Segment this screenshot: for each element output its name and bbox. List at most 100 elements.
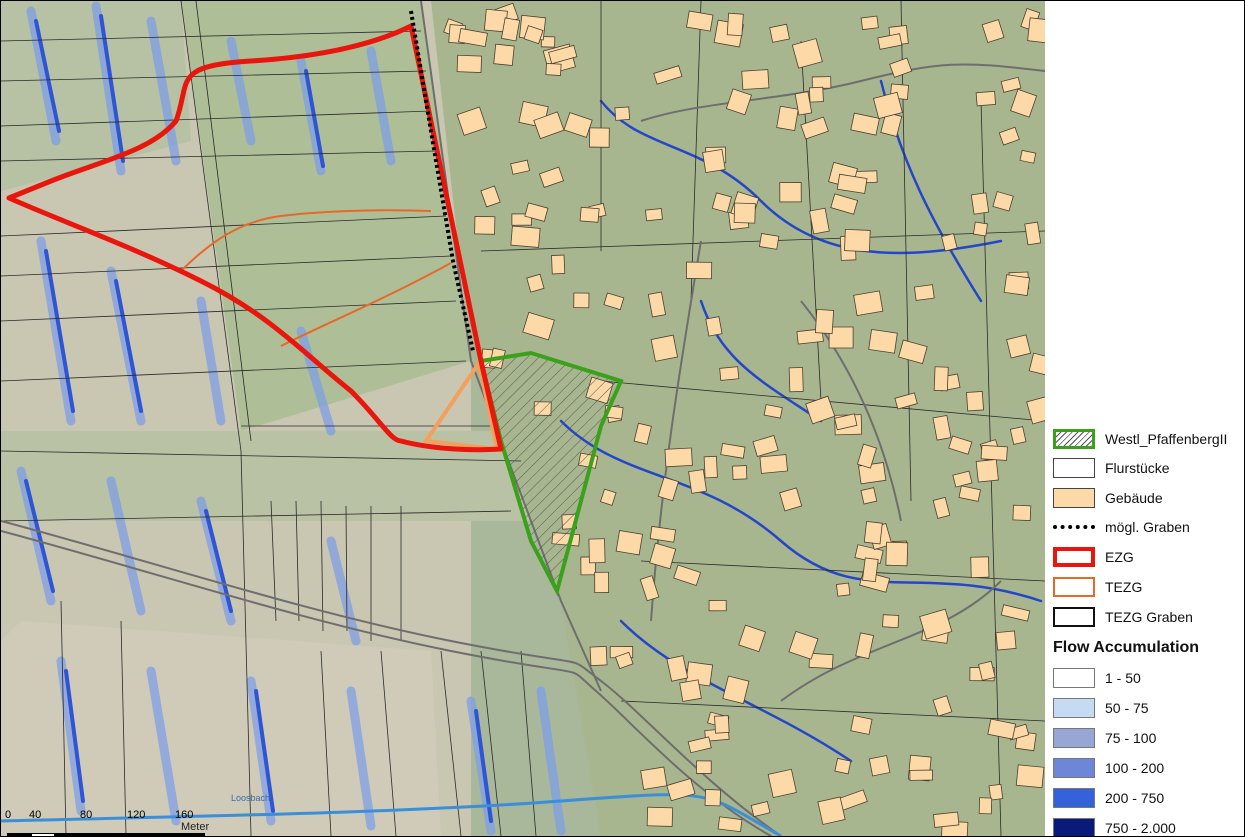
building xyxy=(725,88,753,116)
roads xyxy=(1,1,1045,836)
scale-segment xyxy=(7,833,31,836)
building xyxy=(588,538,606,564)
building xyxy=(696,760,712,774)
building xyxy=(769,23,790,43)
building xyxy=(805,395,836,425)
building xyxy=(759,454,788,474)
building xyxy=(717,816,743,833)
building xyxy=(645,208,663,222)
building xyxy=(970,192,990,215)
tezg-lines xyxy=(180,209,452,347)
building xyxy=(741,69,770,90)
building xyxy=(649,525,677,543)
building xyxy=(788,367,804,393)
building xyxy=(978,660,996,681)
legend-label: Gebäude xyxy=(1105,490,1163,506)
building xyxy=(763,404,783,419)
building xyxy=(1000,604,1031,622)
building xyxy=(653,65,683,85)
legend-item-ezg: EZG xyxy=(1053,546,1134,568)
building xyxy=(973,221,988,237)
building xyxy=(640,766,668,790)
building xyxy=(975,90,997,107)
building xyxy=(975,458,999,483)
building xyxy=(981,19,1005,44)
building xyxy=(995,630,1017,651)
river-label: Loosbach xyxy=(231,793,270,803)
building xyxy=(703,455,718,479)
area-westl-pfaffenberg[interactable] xyxy=(478,350,624,597)
building xyxy=(685,261,713,280)
building xyxy=(817,796,846,825)
building xyxy=(510,159,531,175)
building xyxy=(732,465,748,480)
building xyxy=(579,206,600,223)
building xyxy=(545,62,562,76)
building xyxy=(480,185,501,208)
flow-class-label: 1 - 50 xyxy=(1105,670,1141,686)
legend-label: Flurstücke xyxy=(1105,460,1170,476)
building xyxy=(850,112,880,136)
ezg-catchment[interactable] xyxy=(6,23,504,453)
flow-swatch-icon xyxy=(1053,818,1095,836)
map-canvas[interactable]: Loosbach xyxy=(1,1,1045,836)
building xyxy=(603,292,625,311)
building xyxy=(649,542,677,570)
building xyxy=(750,801,771,818)
building xyxy=(894,392,918,410)
legend-label: Westl_PfaffenbergII xyxy=(1105,431,1228,447)
building xyxy=(679,679,702,702)
building xyxy=(828,326,854,349)
building xyxy=(877,33,903,50)
tezg-triangle[interactable] xyxy=(422,357,500,452)
building xyxy=(853,290,884,316)
building xyxy=(836,173,868,194)
building xyxy=(868,755,891,777)
building xyxy=(686,10,714,32)
building xyxy=(599,488,617,506)
building xyxy=(779,182,802,203)
building xyxy=(808,652,834,669)
building xyxy=(788,630,819,660)
building xyxy=(758,233,780,250)
building xyxy=(860,15,879,31)
building xyxy=(998,126,1020,146)
building xyxy=(719,366,740,381)
flow-class-label: 75 - 100 xyxy=(1105,730,1157,746)
building xyxy=(1009,426,1027,445)
building xyxy=(666,655,689,682)
building xyxy=(573,292,590,309)
building xyxy=(794,91,813,116)
flow-swatch-icon xyxy=(1053,668,1095,688)
building xyxy=(1006,334,1032,359)
building xyxy=(889,57,913,78)
plain-swatch-icon xyxy=(1053,458,1095,478)
possible-ditch[interactable] xyxy=(409,10,475,352)
building xyxy=(752,435,779,457)
building xyxy=(814,308,835,335)
building xyxy=(1000,76,1022,93)
legend-item-graben: mögl. Graben xyxy=(1053,516,1190,538)
building xyxy=(1012,504,1032,521)
building xyxy=(933,811,960,828)
orange-outline-swatch-icon xyxy=(1053,577,1095,597)
building xyxy=(522,311,555,341)
building xyxy=(615,651,634,670)
flow-class-label: 50 - 75 xyxy=(1105,700,1149,716)
building xyxy=(538,166,565,188)
black-outline-swatch-icon xyxy=(1053,607,1095,627)
building xyxy=(615,530,644,556)
building xyxy=(992,191,1014,212)
scale-label: 160 xyxy=(175,809,194,821)
building xyxy=(834,757,852,775)
building xyxy=(673,564,702,586)
building xyxy=(589,127,610,148)
building xyxy=(952,470,973,488)
building xyxy=(639,575,660,602)
field-south xyxy=(1,621,441,836)
building xyxy=(551,254,566,275)
building xyxy=(614,106,631,121)
building xyxy=(800,116,829,140)
hatch-green-swatch-icon xyxy=(1053,429,1095,449)
